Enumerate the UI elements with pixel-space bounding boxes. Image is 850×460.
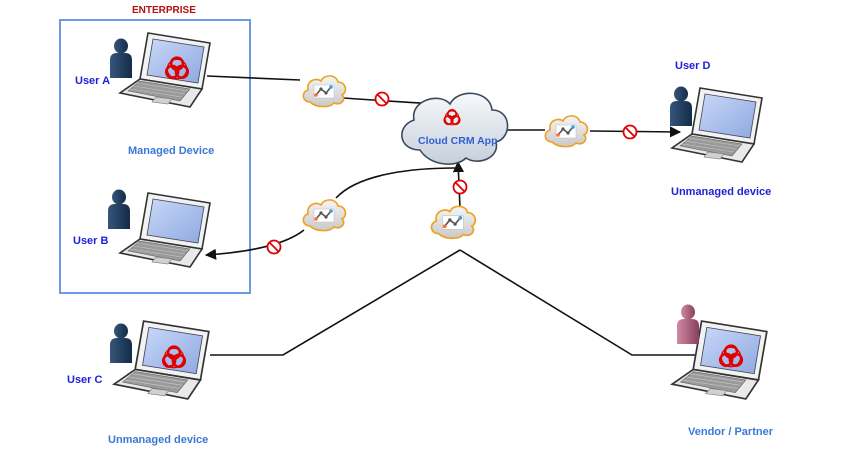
line-cloud-proxy-b	[335, 167, 456, 199]
laptop-icon	[119, 192, 211, 268]
line-user-c	[210, 249, 461, 356]
device-user-b	[108, 189, 211, 268]
vendor-partner-label: Vendor / Partner	[688, 426, 773, 438]
arrow-to-user-b	[204, 229, 305, 260]
line-vendor	[459, 249, 700, 356]
cloud-crm-app	[401, 92, 509, 165]
device-user-a	[110, 32, 211, 108]
person-icon	[677, 304, 699, 344]
enterprise-boundary	[59, 19, 251, 294]
no-entry-icon	[266, 239, 282, 255]
person-icon	[670, 86, 692, 126]
cloud-app-label: Cloud CRM App	[418, 135, 498, 147]
managed-device-label: Managed Device	[128, 145, 215, 157]
proxy-cloud-icon	[544, 115, 589, 148]
device-user-d	[670, 86, 763, 163]
user-a-label: User A	[75, 75, 111, 87]
line-user-a-proxy	[206, 75, 301, 81]
user-c-label: User C	[67, 374, 103, 386]
laptop-icon	[119, 32, 211, 108]
unmanaged-device-d-label: Unmanaged device	[671, 186, 772, 198]
no-entry-icon	[452, 179, 468, 195]
proxy-cloud-icon	[302, 75, 347, 108]
person-icon	[108, 189, 130, 229]
no-entry-icon	[374, 91, 390, 107]
person-icon	[110, 323, 132, 363]
no-entry-icon	[622, 124, 638, 140]
unmanaged-device-c-label: Unmanaged device	[108, 434, 209, 446]
proxy-cloud-icon	[302, 199, 347, 232]
person-icon	[110, 38, 132, 78]
device-vendor-partner	[671, 304, 768, 400]
connections	[204, 75, 700, 356]
user-d-label: User D	[675, 60, 711, 72]
user-b-label: User B	[73, 235, 109, 247]
enterprise-label: ENTERPRISE	[132, 5, 196, 16]
device-user-c	[110, 320, 210, 400]
proxy-cloud-icon	[430, 205, 477, 240]
